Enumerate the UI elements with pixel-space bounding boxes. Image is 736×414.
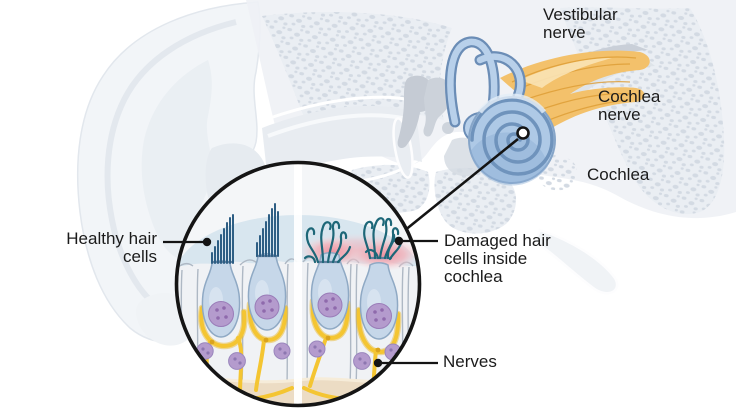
- healthy-leader-dot: [202, 237, 212, 247]
- cochlea-marker-ring: [516, 126, 530, 140]
- nerve-fiber-lines: [511, 56, 637, 123]
- leader-lines: [163, 126, 530, 368]
- damaged-hair-cell: [310, 252, 350, 330]
- hair-cells: [201, 252, 399, 340]
- damaged-hair-cell: [359, 262, 399, 340]
- label-healthy-hair-cells: Healthy hair cells: [66, 229, 157, 266]
- hair-cell-nucleus: [317, 292, 343, 318]
- damaged-stereocilia: [303, 217, 403, 264]
- cochlea-callout-line: [403, 137, 519, 233]
- label-nerves: Nerves: [443, 352, 497, 371]
- hair-cell-nucleus: [208, 301, 234, 327]
- hair-cell-nucleus: [366, 303, 392, 329]
- eardrum: [392, 117, 414, 179]
- label-cochlea-nerve: Cochlea nerve: [598, 87, 661, 124]
- inset-divider: [294, 164, 302, 404]
- bone-texture: [262, 7, 725, 234]
- label-vestibular-nerve: Vestibular nerve: [543, 5, 618, 42]
- healthy-stereocilia: [211, 203, 279, 264]
- cochlea-spiral: [468, 93, 556, 186]
- label-damaged-hair-cells: Damaged hair cells inside cochlea: [444, 231, 551, 286]
- inset-border: [174, 160, 422, 408]
- label-cochlea: Cochlea: [587, 165, 650, 184]
- nerves-leader-dot: [373, 358, 383, 368]
- healthy-hair-cell: [247, 253, 287, 331]
- hair-cell-nucleus: [254, 294, 280, 320]
- healthy-hair-cell: [201, 260, 241, 338]
- eustachian-tube: [533, 228, 619, 295]
- damaged-leader-dot: [394, 236, 404, 246]
